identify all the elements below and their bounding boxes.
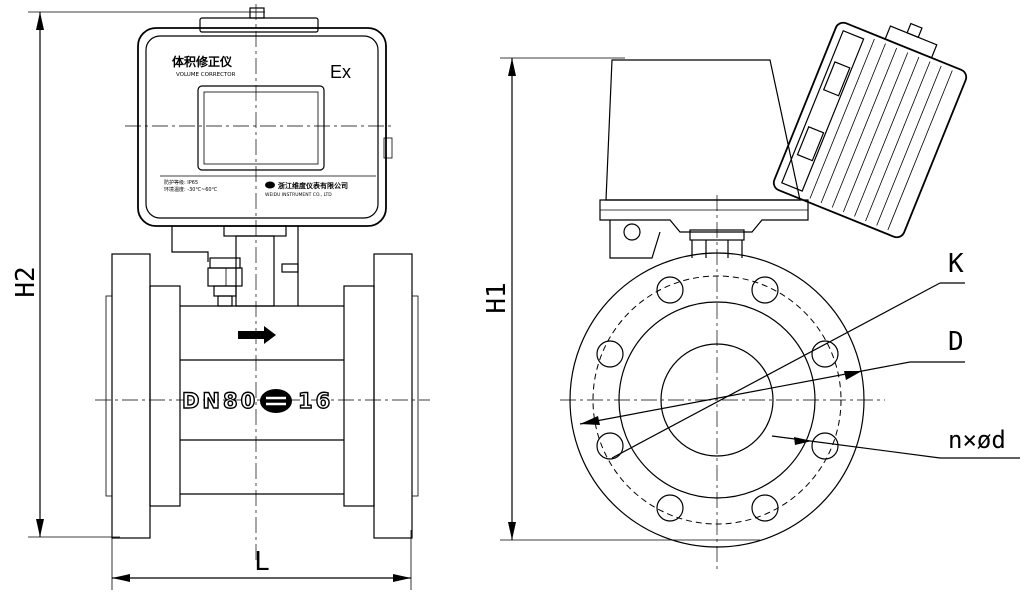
k-label: K — [948, 249, 964, 279]
pressure-class: 16 — [298, 389, 333, 413]
dimension-holes: n×ød — [771, 426, 1020, 459]
side-view: H1 — [482, 21, 1020, 570]
dimension-d: D — [579, 327, 965, 425]
h1-label: H1 — [482, 282, 512, 313]
dimension-l: L — [111, 530, 412, 590]
device-title-cn: 体积修正仪 — [172, 54, 233, 69]
company-logo — [265, 181, 275, 189]
device-title-en: VOLUME CORRECTOR — [176, 72, 236, 78]
d-label: D — [948, 327, 964, 357]
certification-logo — [260, 389, 292, 413]
l-label: L — [254, 547, 270, 577]
dimension-h2: H2 — [11, 11, 265, 538]
bolt-holes — [596, 276, 839, 522]
h2-label: H2 — [11, 266, 41, 297]
company-en: WEIDU INSTRUMENT CO., LTD — [265, 192, 332, 198]
dimension-h1: H1 — [482, 57, 760, 541]
spec-line-2: 环境温度: -30℃~60℃ — [164, 186, 218, 193]
front-view: H2 L 体积修正仪 VOLUME CORRECTOR Ex 防护等级: — [11, 4, 430, 590]
dimension-k: K — [611, 249, 965, 459]
holes-label: n×ød — [948, 426, 1006, 454]
spec-line-1: 防护等级: IP65 — [164, 179, 198, 186]
company-cn: 浙江维度仪表有限公司 — [278, 181, 348, 190]
pipe-size: DN80 — [182, 389, 258, 413]
side-housing — [772, 21, 968, 239]
ex-mark: Ex — [330, 62, 351, 82]
